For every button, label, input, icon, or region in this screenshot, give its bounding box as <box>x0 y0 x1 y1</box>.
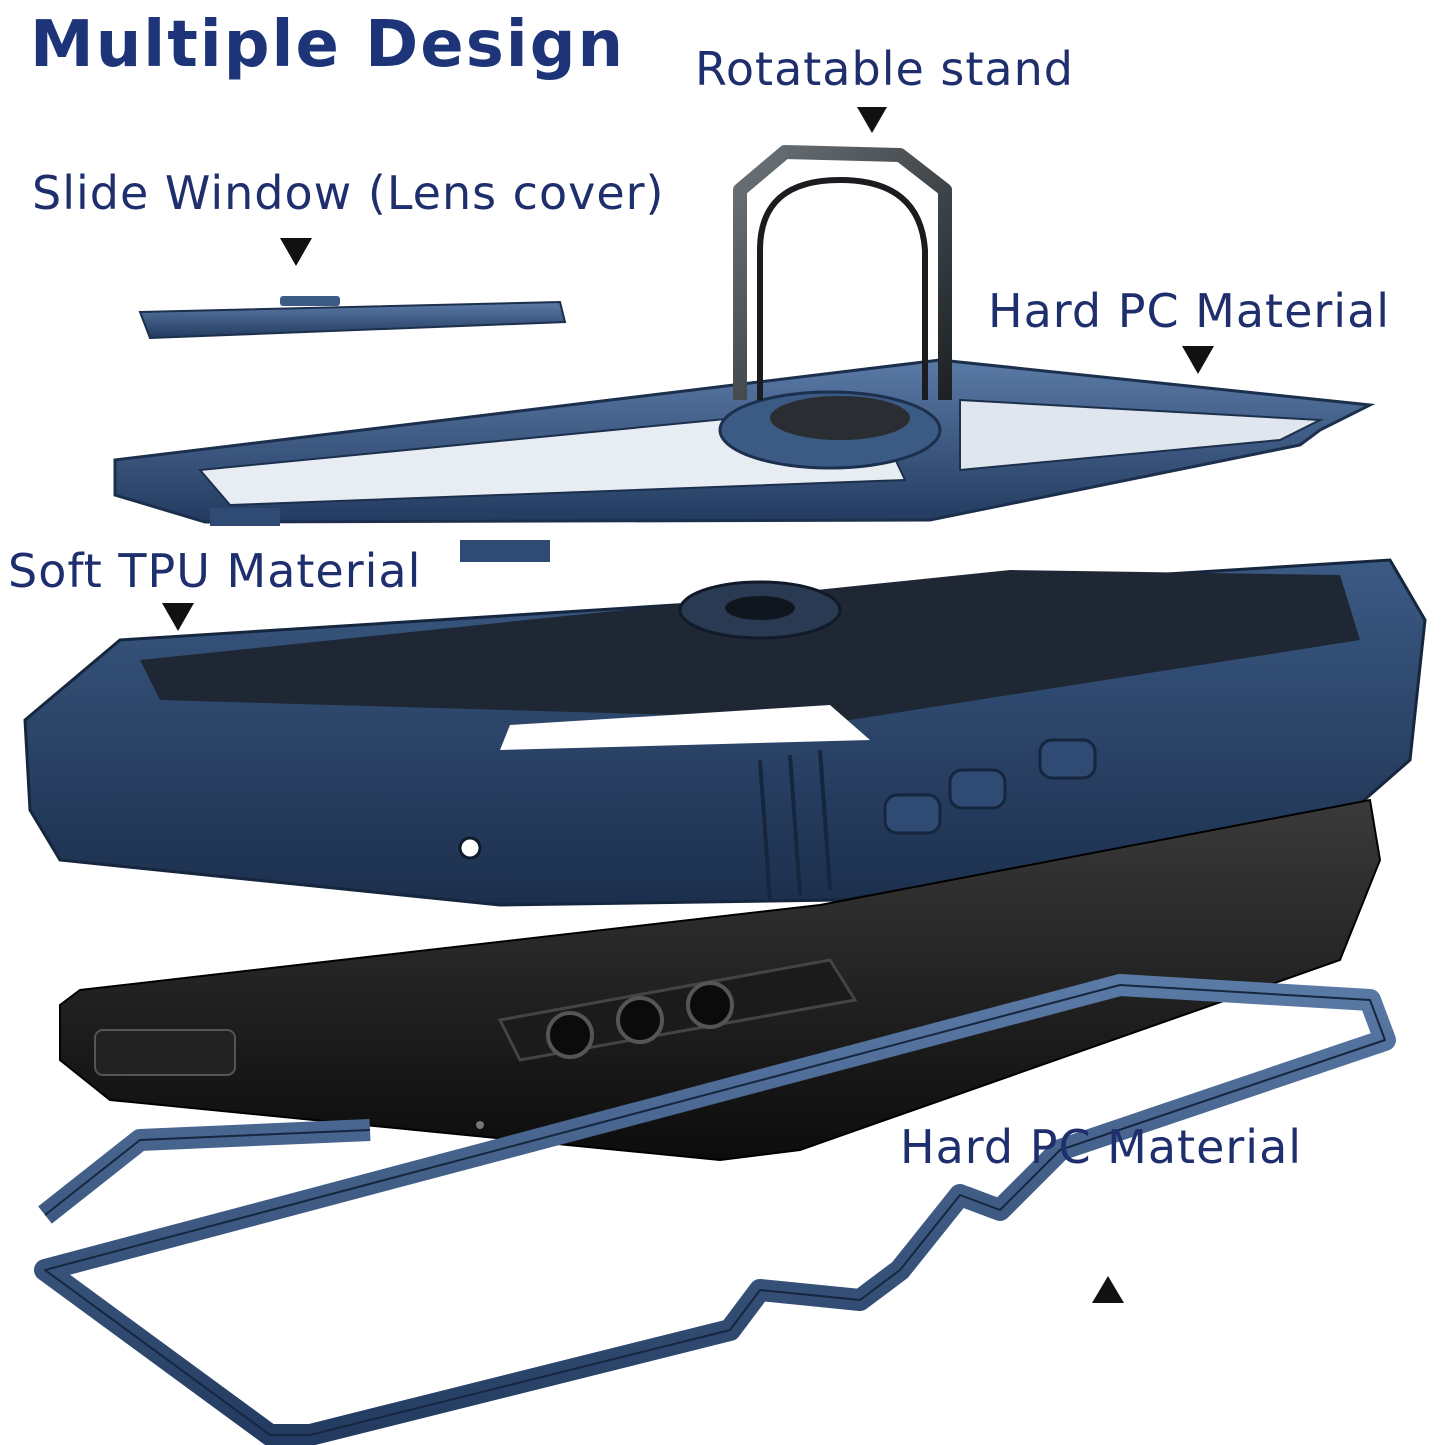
hard-pc-top-label: Hard PC Material <box>988 284 1391 338</box>
hard-pc-bottom-label: Hard PC Material <box>900 1120 1303 1174</box>
bottom-hard-pc-frame <box>34 974 1396 1445</box>
page-title: Multiple Design <box>30 8 626 82</box>
rotatable-stand-label: Rotatable stand <box>695 42 1074 96</box>
phone-body <box>59 798 1382 1162</box>
lens-cover-part <box>138 296 567 340</box>
arrow-down-icon <box>162 603 194 631</box>
soft-tpu-label: Soft TPU Material <box>8 544 422 598</box>
slide-window-label: Slide Window (Lens cover) <box>32 166 665 220</box>
soft-tpu-case <box>23 558 1427 907</box>
arrow-down-icon <box>857 107 887 133</box>
arrow-up-icon <box>1092 1276 1124 1303</box>
top-hard-pc-frame <box>113 358 1376 562</box>
arrow-down-icon <box>1182 346 1214 374</box>
ring-stand-part <box>733 145 952 440</box>
arrow-down-icon <box>280 238 312 266</box>
